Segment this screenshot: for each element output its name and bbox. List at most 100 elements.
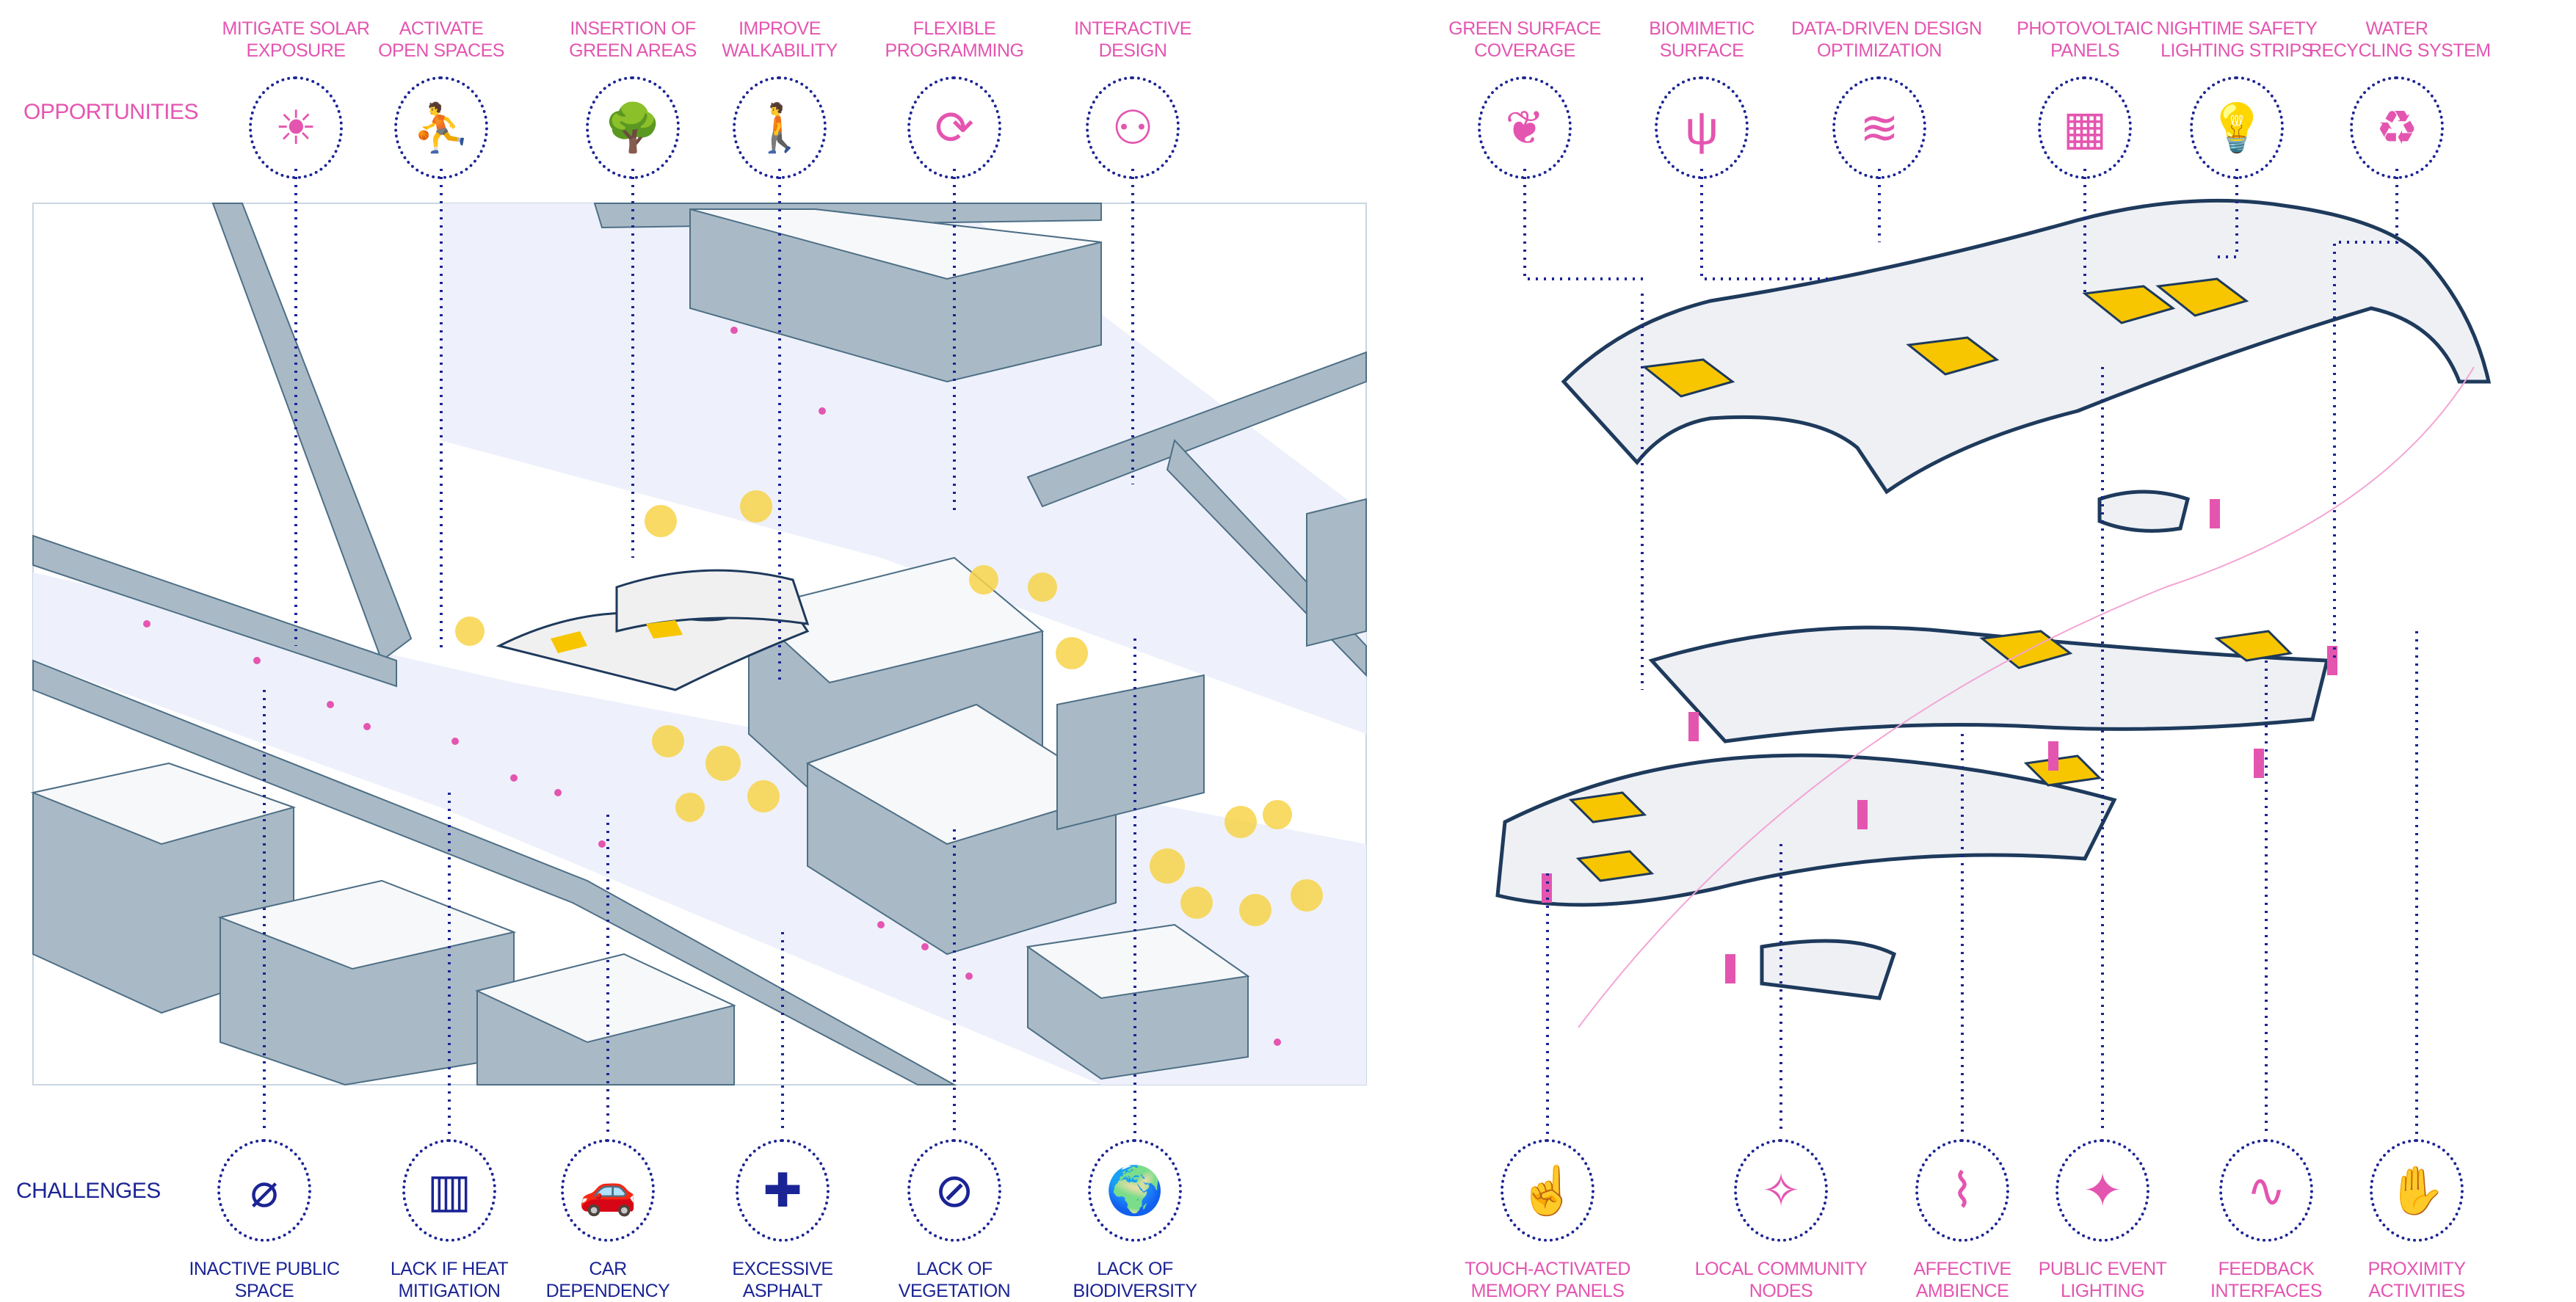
label-line2: DEPENDENCY [545, 1281, 670, 1301]
touch-icon: ☝ [1501, 1139, 1594, 1242]
label-line2: MITIGATION [398, 1281, 501, 1301]
label-line1: NIGHTIME SAFETY [2156, 18, 2318, 39]
plant-drops-icon: ❦ [1478, 76, 1572, 179]
label-line1: MITIGATE SOLAR [222, 18, 370, 39]
label-line2: LIGHTING [2060, 1281, 2145, 1301]
label-line1: FEEDBACK [2218, 1259, 2315, 1279]
label-line2: GREEN AREAS [569, 40, 697, 61]
hot-buildings-icon: ▥ [402, 1139, 496, 1242]
label-line2: COVERAGE [1474, 40, 1575, 61]
label-line2: VEGETATION [898, 1281, 1011, 1301]
label-line1: AFFECTIVE [1913, 1259, 2011, 1279]
label-line1: FLEXIBLE [913, 18, 996, 39]
label-line2: PANELS [2050, 40, 2119, 61]
road-cross-icon: ✚ [736, 1139, 830, 1242]
urban-axonometric-map [30, 203, 1367, 1086]
label-line1: IMPROVE [739, 18, 821, 39]
water-recycle-icon: ♻ [2350, 76, 2444, 179]
opportunities-heading: OPPORTUNITIES [23, 100, 198, 124]
label-line1: INTERACTIVE [1074, 18, 1191, 39]
label-line1: LACK OF [916, 1259, 993, 1279]
label-line1: PHOTOVOLTAIC [2017, 18, 2153, 39]
skater-icon: ⛹ [394, 76, 488, 179]
activity-cycle-icon: ⟳ [907, 76, 1001, 179]
label-line1: INSERTION OF [570, 18, 696, 39]
label-line2: DESIGN [1098, 40, 1167, 61]
label-line2: ASPHALT [742, 1281, 823, 1301]
label-line2: ACTIVITIES [2368, 1281, 2465, 1301]
maze-icon: ⌇ [1915, 1139, 2009, 1242]
label-line1: GREEN SURFACE [1448, 18, 1601, 39]
label-line2: INTERFACES [2210, 1281, 2322, 1301]
globe-icon: 🌍 [1088, 1139, 1182, 1242]
label-line1: PROXIMITY [2368, 1259, 2466, 1279]
label-line2: RECYCLING SYSTEM [2309, 40, 2491, 61]
pedestrian-icon: 🚶 [733, 76, 827, 179]
wave-icon: ∿ [2219, 1139, 2313, 1242]
label-line1: TOUCH-ACTIVATED [1465, 1259, 1630, 1279]
network-hand-icon: ⚇ [1086, 76, 1180, 179]
label-line2: NODES [1749, 1281, 1813, 1301]
thermometer-sun-icon: ☀ [249, 76, 343, 179]
cactus-icon: ψ [1655, 76, 1749, 179]
label-line1: ACTIVATE [399, 18, 484, 39]
label-line1: PUBLIC EVENT [2038, 1259, 2167, 1279]
label-line2: LIGHTING STRIPS [2160, 40, 2313, 61]
label-line2: SPACE [234, 1281, 294, 1301]
label-line2: OPTIMIZATION [1817, 40, 1942, 61]
challenges-heading: CHALLENGES [16, 1179, 161, 1203]
label-line2: WALKABILITY [722, 40, 838, 61]
label-line1: INACTIVE PUBLIC [189, 1259, 340, 1279]
empty-bench-icon: ⌀ [217, 1139, 311, 1242]
tree-icon: 🌳 [586, 76, 680, 179]
parametric-canopy-diagram [1495, 198, 2492, 1028]
label-line1: EXCESSIVE [732, 1259, 833, 1279]
lightbulb-icon: 💡 [2190, 76, 2284, 179]
label-line2: PROGRAMMING [885, 40, 1024, 61]
label-line1: WATER [2365, 18, 2429, 39]
label-line1: CAR [589, 1259, 627, 1279]
no-tree-icon: ⊘ [907, 1139, 1001, 1242]
label-line2: EXPOSURE [246, 40, 346, 61]
label-line2: AMBIENCE [1915, 1281, 2009, 1301]
label-line1: LACK IF HEAT [390, 1259, 509, 1279]
label-line1: DATA-DRIVEN DESIGN [1791, 18, 1982, 39]
sparkle-icon: ✦ [2056, 1139, 2149, 1242]
label-line1: BIOMIMETIC [1649, 18, 1755, 39]
label-line2: OPEN SPACES [378, 40, 504, 61]
label-line2: SURFACE [1659, 40, 1744, 61]
compass-star-icon: ✧ [1734, 1139, 1828, 1242]
solar-panel-icon: ▦ [2038, 76, 2132, 179]
label-line1: LOCAL COMMUNITY [1694, 1259, 1868, 1279]
hand-signal-icon: ✋ [2370, 1139, 2464, 1242]
label-line2: BIODIVERSITY [1073, 1281, 1197, 1301]
thermometer-wave-icon: ≋ [1832, 76, 1926, 179]
label-line2: MEMORY PANELS [1470, 1281, 1625, 1301]
label-line1: LACK OF [1097, 1259, 1173, 1279]
